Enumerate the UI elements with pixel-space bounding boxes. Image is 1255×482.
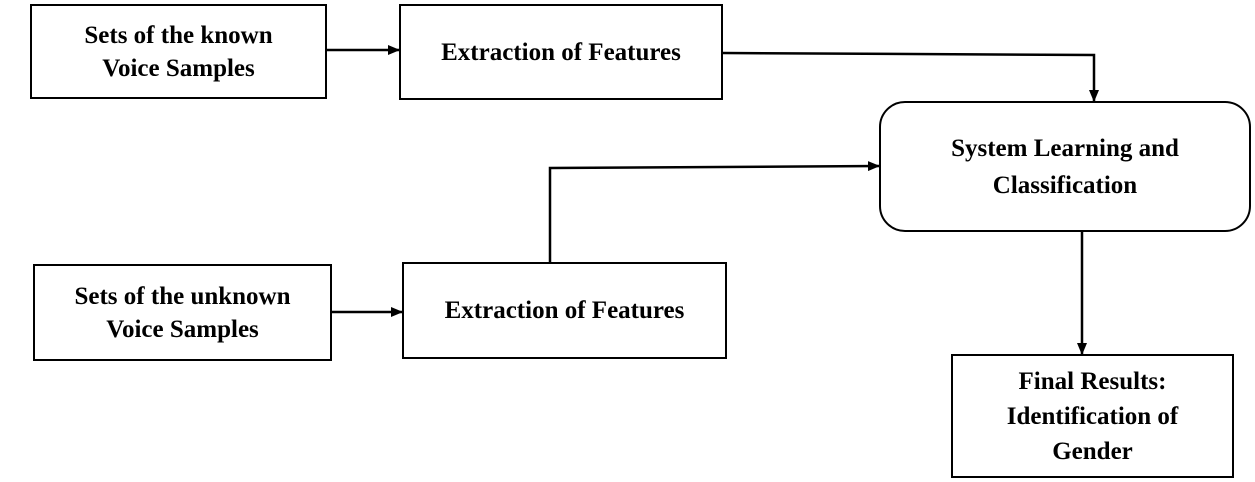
known-voice-samples-box: Sets of the known Voice Samples xyxy=(30,4,327,99)
arrow-extraction-to-system-bottom xyxy=(548,161,880,262)
arrow-extraction-to-system xyxy=(722,51,1099,102)
system-learning-label: System Learning and Classification xyxy=(951,134,1179,199)
unknown-voice-samples-box: Sets of the unknown Voice Samples xyxy=(33,264,332,361)
unknown-voice-samples-label: Sets of the unknown Voice Samples xyxy=(74,282,291,343)
feature-extraction-box-top: Extraction of Features xyxy=(399,4,723,100)
known-voice-samples-label: Sets of the known Voice Samples xyxy=(84,21,273,82)
system-learning-box: System Learning and Classification xyxy=(879,101,1251,232)
feature-extraction-label-bottom: Extraction of Features xyxy=(444,297,685,324)
final-results-label: Final Results: Identification of Gender xyxy=(1006,367,1179,465)
final-results-box: Final Results: Identification of Gender xyxy=(951,354,1234,478)
feature-extraction-box-bottom: Extraction of Features xyxy=(402,262,727,359)
feature-extraction-label-top: Extraction of Features xyxy=(441,38,681,66)
